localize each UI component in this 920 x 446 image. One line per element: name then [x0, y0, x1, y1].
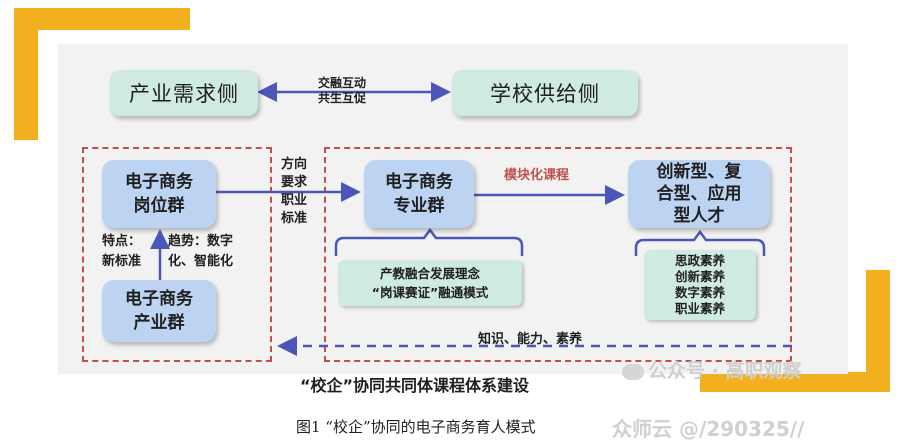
- major-cluster-text: 电子商务 专业群: [385, 172, 453, 216]
- integration-mode-text: 产教融合发展理念 “岗课赛证”融通模式: [371, 266, 489, 300]
- wechat-watermark-text: 公众号 · 高职观察: [648, 360, 802, 382]
- features-label: 特点： 新标准: [102, 234, 142, 269]
- job-cluster-box: 电子商务 岗位群: [102, 160, 216, 228]
- interaction-label: 交融互动 共生互促: [318, 76, 367, 105]
- talent-brace: [634, 229, 766, 256]
- literacy-list-text: 思政素养 创新素养 数字素养 职业素养: [674, 253, 725, 316]
- bottom-right-corner-horizontal: [700, 372, 890, 392]
- bottom-right-corner-vertical: [866, 270, 890, 392]
- school-supply-side-box: 学校供给侧: [452, 70, 638, 116]
- modular-course-label: 模块化课程: [504, 168, 570, 183]
- wechat-icon: [622, 363, 644, 380]
- school-supply-side-text: 学校供给侧: [490, 82, 600, 106]
- forum-watermark: 众师云 @/290325//: [612, 417, 805, 441]
- figure-caption: 图1 “校企”协同的电子商务育人模式: [296, 418, 536, 436]
- talent-type-box: 创新型、复 合型、应用 型人才: [628, 160, 770, 228]
- feedback-label: 知识、能力、素养: [478, 332, 583, 347]
- diagram-title: “校企”协同共同体课程体系建设: [300, 376, 530, 395]
- industry-demand-side-text: 产业需求侧: [129, 82, 239, 106]
- integration-mode-box: 产教融合发展理念 “岗课赛证”融通模式: [338, 260, 522, 306]
- industry-demand-side-box: 产业需求侧: [110, 70, 258, 116]
- major-brace: [334, 227, 524, 256]
- job-cluster-text: 电子商务 岗位群: [125, 172, 193, 216]
- industry-cluster-text: 电子商务 产业群: [125, 289, 193, 333]
- wechat-watermark: 公众号 · 高职观察: [622, 356, 801, 383]
- trend-label: 趋势：数字 化、智能化: [168, 234, 234, 269]
- industry-cluster-box: 电子商务 产业群: [102, 280, 216, 342]
- major-cluster-box: 电子商务 专业群: [364, 160, 474, 228]
- talent-type-text: 创新型、复 合型、应用 型人才: [656, 162, 742, 226]
- top-left-corner-horizontal: [14, 8, 190, 30]
- left-dashed-frame: [82, 147, 272, 362]
- top-left-corner-vertical: [14, 8, 38, 140]
- right-dashed-frame: [324, 147, 792, 362]
- literacy-list-box: 思政素养 创新素养 数字素养 职业素养: [644, 250, 756, 320]
- direction-requirement-label: 方向 要求 职业 标准: [281, 157, 308, 226]
